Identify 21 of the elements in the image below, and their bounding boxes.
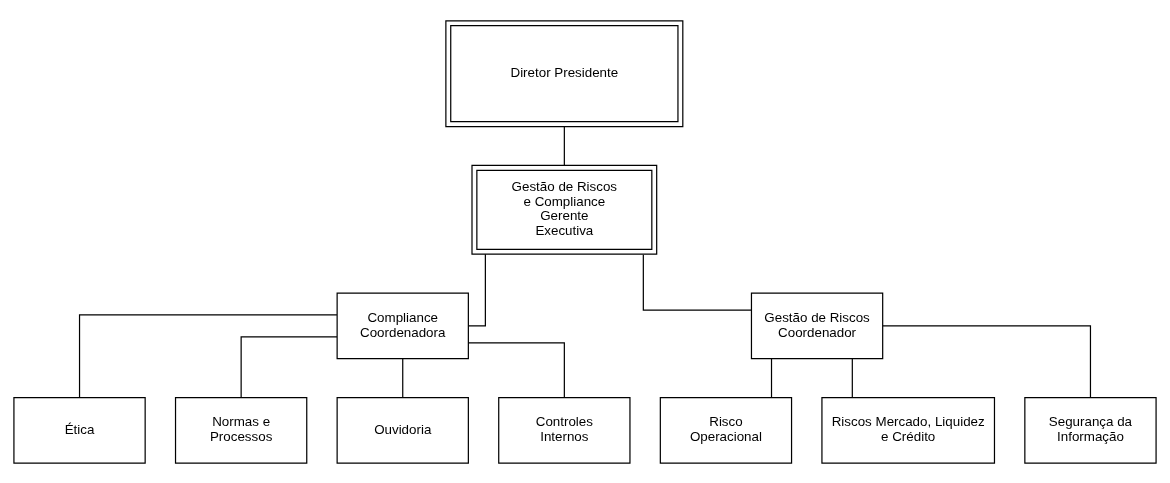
connector (770, 357, 773, 398)
connector (882, 324, 1092, 398)
node-box: Diretor Presidente (445, 19, 684, 127)
node-box: Normas e Processos (174, 396, 308, 464)
node-box: Ética (13, 396, 146, 464)
connector (642, 253, 752, 311)
node-box: Risco Operacional (659, 396, 793, 464)
connector (468, 253, 486, 326)
node-box: Riscos Mercado, Liquidez e Crédito (821, 396, 996, 464)
node-box: Controles Internos (498, 396, 631, 464)
connector (563, 125, 565, 166)
node-box: Ouvidoria (336, 396, 469, 464)
connector (467, 341, 565, 398)
node-box: Gestão de Riscos Coordenador (750, 291, 884, 359)
connector (402, 357, 404, 398)
node-box: Compliance Coordenadora (336, 291, 469, 359)
node-box: Segurança da Informação (1024, 396, 1157, 464)
connector (851, 357, 853, 398)
node-box: Gestão de Riscos e Compliance Gerente Executiva (471, 164, 658, 255)
connector (240, 335, 338, 398)
connector (78, 313, 338, 398)
